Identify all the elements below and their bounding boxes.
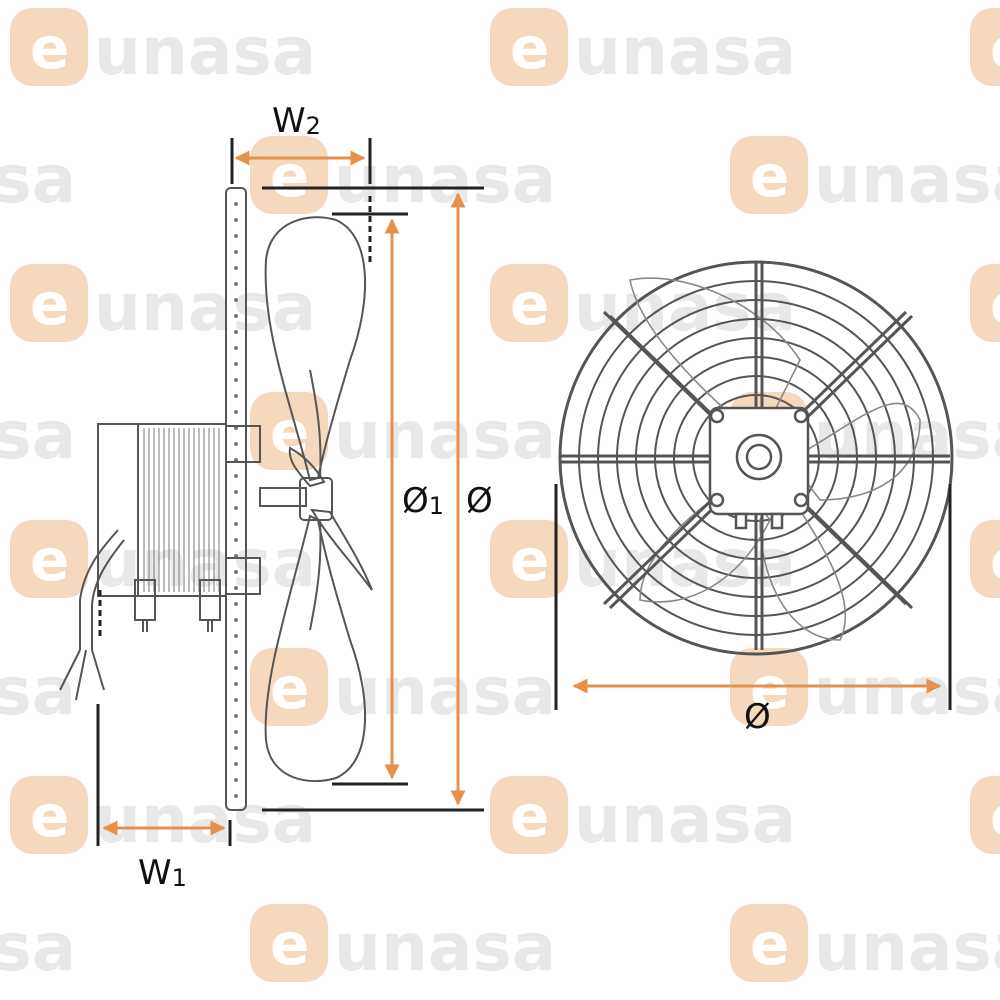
watermark-text: unasa (814, 141, 1000, 218)
watermark-e: e (750, 910, 789, 978)
watermark-e: e (270, 910, 309, 978)
watermark-e: e (990, 270, 1000, 338)
front-blades (629, 277, 921, 641)
watermark-e: e (30, 270, 69, 338)
watermark-text: unasa (814, 653, 1000, 730)
upper-blade-edge (309, 369, 322, 479)
watermark-e: e (990, 526, 1000, 594)
shaft (259, 487, 307, 507)
watermark-text: unasa (94, 781, 316, 858)
power-cable (59, 529, 125, 701)
watermark-e: e (510, 270, 549, 338)
d-front-label: Ø (744, 697, 771, 737)
watermark-text: unasa (94, 525, 316, 602)
watermark-e: e (270, 654, 309, 722)
watermark-e: e (30, 782, 69, 850)
watermark-e: e (30, 14, 69, 82)
watermark-text: unasa (334, 141, 556, 218)
watermark-e: e (30, 526, 69, 594)
watermark-e: e (510, 526, 549, 594)
fan-front-view (558, 260, 954, 656)
watermark-text: unasa (0, 141, 76, 218)
watermark-e: e (990, 14, 1000, 82)
d-side-label: Ø (466, 481, 493, 521)
motor-body (97, 423, 261, 632)
front-dimension-lines (554, 484, 952, 710)
side-dimension-lines (96, 138, 484, 846)
lower-blade (264, 514, 367, 783)
watermark-text: unasa (0, 397, 76, 474)
watermark-e: e (750, 142, 789, 210)
watermark-e: e (990, 782, 1000, 850)
w2-label: W2 (272, 101, 321, 141)
watermark-text: unasa (0, 909, 76, 986)
watermark-text: unasa (334, 653, 556, 730)
watermark-text: unasa (574, 781, 796, 858)
w1-label: W1 (138, 853, 187, 893)
watermark-text: unasa (334, 909, 556, 986)
watermark-text: unasa (574, 13, 796, 90)
upper-blade (264, 216, 367, 482)
eunasa-watermark-pattern: eunasaeunasaeunasaeunasaeunasaeunasaeuna… (0, 8, 1000, 986)
watermark-text: unasa (94, 269, 316, 346)
watermark-text: unasa (94, 13, 316, 90)
fan-side-view (59, 187, 373, 811)
d1-label: Ø1 (402, 481, 444, 521)
center-blade-upper (288, 446, 326, 488)
lower-blade-edge (309, 519, 322, 631)
watermark-text: unasa (334, 397, 556, 474)
center-blade (310, 508, 373, 591)
watermark-e: e (510, 782, 549, 850)
watermark-text: unasa (0, 653, 76, 730)
watermark-text: unasa (814, 909, 1000, 986)
front-motor-mount (708, 406, 810, 530)
dimension-arrows (102, 150, 942, 836)
mounting-plate-holes (234, 202, 238, 798)
watermark-e: e (270, 142, 309, 210)
watermark-e: e (510, 14, 549, 82)
